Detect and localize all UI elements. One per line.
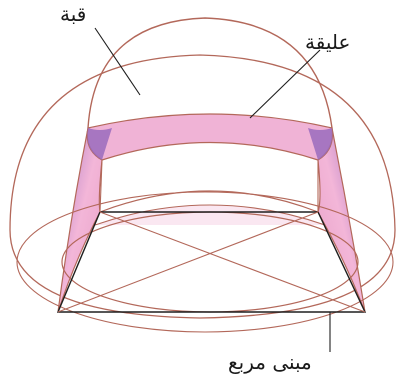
leader-pendentive [250, 50, 320, 118]
dome-label: قبة [60, 2, 86, 26]
base-diagonal-1 [58, 212, 318, 312]
square-base-label: مبنى مربع [228, 350, 312, 374]
pendentive-left [58, 128, 102, 312]
pendentive-ring [87, 114, 332, 160]
inner-base-ellipse [62, 212, 358, 312]
pendentive-label: عليقة [305, 30, 350, 54]
